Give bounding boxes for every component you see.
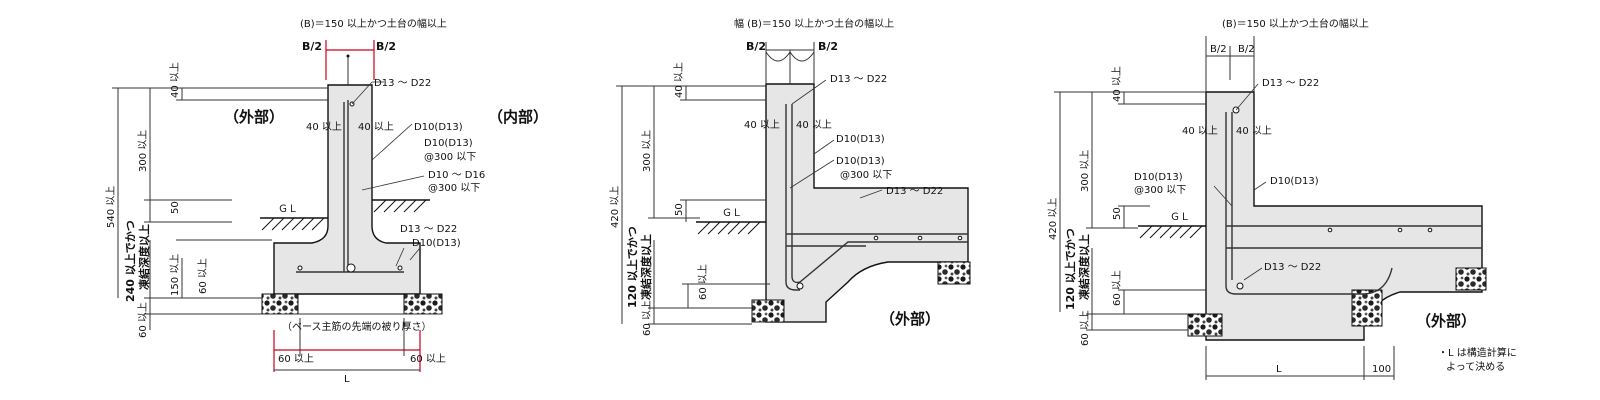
d1-outside-label: （外部） (224, 108, 284, 126)
footing-concrete-1 (273, 84, 421, 295)
d1-v-60b: 60 以上 (137, 302, 149, 338)
d1-cover-left: 40 以上 (306, 121, 342, 133)
d3-100-label: 100 (1372, 364, 1391, 375)
d2-top-title: 幅 (B)＝150 以上かつ土台の幅以上 (734, 17, 894, 30)
d3-cover-right: 40 以上 (1236, 125, 1272, 137)
d3-v-120-a: 120 以上でかつ (1063, 228, 1077, 310)
d2-cover-left: 40 以上 (744, 119, 780, 131)
d1-inside-label: （内部） (488, 108, 548, 126)
d1-v-40: 40 以上 (169, 62, 181, 98)
d3-v-50: 50 (1112, 207, 1123, 220)
d2-v-60a: 60 以上 (697, 264, 709, 300)
d2-v-120-b: 凍結深度以上 (639, 234, 653, 300)
gravel-right-3 (1455, 267, 1487, 291)
d3-v-60a: 60 以上 (1111, 270, 1123, 306)
d3-v-40: 40 以上 (1111, 66, 1123, 102)
gravel-mid-3 (1351, 289, 1383, 327)
d3-gl-label: ＧＬ (1170, 212, 1190, 223)
d1-gl-label: ＧＬ (278, 204, 298, 215)
detail-1-t-footing: (B)＝150 以上かつ土台の幅以上 B/2 B/2 D13 ～ D22 （外部… (105, 17, 548, 385)
footing-concrete-2 (765, 83, 969, 323)
d1-b-half-right: B/2 (376, 40, 396, 53)
d2-pitch: @300 以下 (840, 170, 892, 181)
d2-d10-a: D10(D13) (836, 134, 885, 145)
ground-hatch-1-right (372, 199, 430, 213)
d1-footing-d10-label: D10(D13) (412, 238, 461, 249)
detail-2-l-footing: 幅 (B)＝150 以上かつ土台の幅以上 B/2 B/2 D13 ～ D22 4… (609, 17, 971, 336)
d3-v-120-b: 凍結深度以上 (1077, 234, 1091, 300)
d3-rebar-main-label: D13 ～ D22 (1262, 78, 1319, 89)
d2-cover-right: 40 以上 (796, 119, 832, 131)
d3-cover-left: 40 以上 (1182, 125, 1218, 137)
d1-v-540: 540 以上 (105, 186, 117, 228)
d3-v-300: 300 以上 (1079, 150, 1091, 192)
d1-bottom-60-right: 60 以上 (410, 353, 446, 365)
d1-base-note: （ベース主筋の先端の被り厚さ） (282, 320, 432, 333)
gravel-right-1 (403, 293, 443, 315)
d2-d10-b: D10(D13) (836, 156, 885, 167)
d3-d10-left-a: D10(D13) (1134, 172, 1183, 183)
d3-d10-right: D10(D13) (1270, 176, 1319, 187)
d1-pitch-1: @300 以下 (424, 152, 476, 163)
d1-d10-d16-label: D10 ～ D16 (428, 170, 485, 181)
d3-v-60b: 60 以上 (1079, 310, 1091, 346)
d1-v-300: 300 以上 (137, 130, 149, 172)
d1-v-240-b: 凍結深度以上 (137, 224, 151, 290)
d2-v-40: 40 以上 (673, 62, 685, 98)
d2-outside-label: （外部） (880, 310, 940, 328)
d1-bottom-60-left: 60 以上 (278, 353, 314, 365)
d3-outside-label: （外部） (1416, 312, 1476, 330)
d1-v-60a: 60 以上 (197, 258, 209, 294)
detail-3-l-footing: (B)＝150 以上かつ土台の幅以上 B/2 B/2 D13 ～ D22 40 … (1047, 17, 1517, 380)
d2-v-300: 300 以上 (641, 130, 653, 172)
d1-pitch-2: @300 以下 (428, 183, 480, 194)
gravel-right-2 (937, 261, 971, 285)
d2-v-60b: 60 以上 (641, 300, 653, 336)
ground-hatch-2 (696, 221, 766, 235)
d3-top-title: (B)＝150 以上かつ土台の幅以上 (1222, 17, 1369, 30)
d1-v-240-a: 240 以上でかつ (123, 220, 137, 302)
d2-slab-main-label: D13 ～ D22 (886, 186, 943, 197)
d1-b-half-left: B/2 (302, 40, 322, 53)
d1-footing-main-label: D13 ～ D22 (400, 224, 457, 235)
gravel-left-2 (751, 299, 785, 323)
d2-gl-label: ＧＬ (722, 208, 742, 219)
d1-rebar-main-label: D13 ～ D22 (374, 78, 431, 89)
d3-b-half-left: B/2 (1210, 44, 1227, 55)
gravel-left-3 (1187, 313, 1223, 337)
d2-b-half-left: B/2 (746, 40, 766, 53)
gravel-left-1 (261, 293, 299, 315)
d1-v-50: 50 (170, 201, 181, 214)
d1-top-title: (B)＝150 以上かつ土台の幅以上 (300, 17, 447, 30)
d2-rebar-main-label: D13 ～ D22 (830, 74, 887, 85)
d3-note-b: よって決める (1446, 361, 1505, 373)
d2-v-420: 420 以上 (609, 186, 621, 228)
d2-b-half-right: B/2 (818, 40, 838, 53)
d3-slab-main-label: D13 ～ D22 (1264, 262, 1321, 273)
d2-v-50: 50 (674, 203, 685, 216)
d3-note-a: ・L は構造計算に (1438, 346, 1517, 359)
d1-cover-right: 40 以上 (358, 121, 394, 133)
d3-b-half-right: B/2 (1238, 44, 1255, 55)
ground-hatch-3 (1138, 225, 1206, 239)
d2-v-120-a: 120 以上でかつ (625, 226, 639, 308)
d3-l-label: L (1276, 364, 1282, 375)
d1-d10-label: D10(D13) (414, 122, 463, 133)
ground-hatch-1-left (260, 217, 328, 231)
d3-v-420: 420 以上 (1047, 198, 1059, 240)
d1-v-150: 150 以上 (169, 254, 181, 296)
d1-l-label: L (344, 374, 350, 385)
d1-d10-label-b: D10(D13) (424, 138, 473, 149)
d3-d10-left-b: @300 以下 (1134, 185, 1186, 196)
